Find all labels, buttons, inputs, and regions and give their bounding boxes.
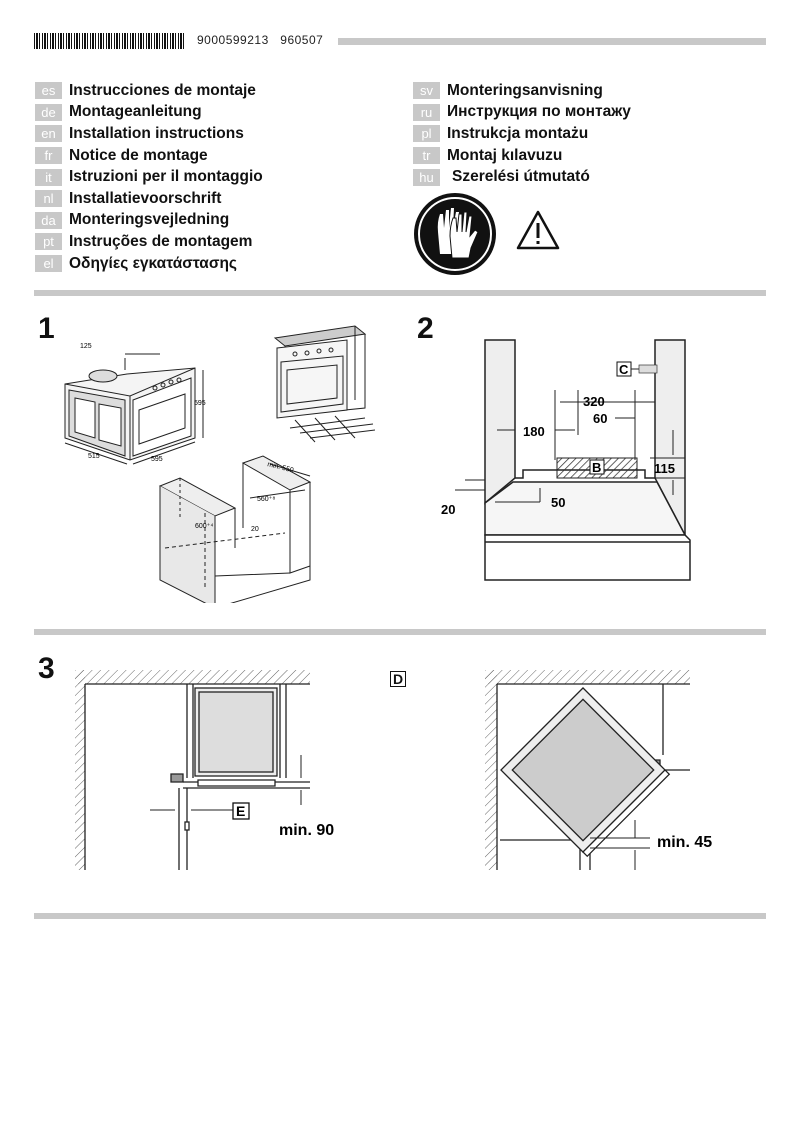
safety-icons (414, 193, 560, 275)
dim-595-width: 595 (151, 456, 163, 463)
dim-20: 20 (251, 526, 259, 533)
wall-hatched (75, 670, 310, 684)
oven-drawing (64, 353, 204, 465)
dim-320: 320 (583, 394, 605, 409)
dim-515: 515 (88, 453, 100, 460)
section-divider (34, 629, 766, 635)
label-e: E (236, 803, 245, 819)
dim-125: 125 (80, 343, 92, 350)
rating-plate (638, 364, 658, 374)
figure-1-oven-dimensions: 125 595 515 595 min. 550 560⁺⁸ 600⁺⁴ 20 (64, 325, 375, 603)
dim-600: 600⁺⁴ (195, 523, 213, 530)
wall-hatched (485, 670, 497, 870)
step-number: 2 (417, 312, 434, 345)
label-c: C (619, 362, 629, 377)
label-d: D (390, 671, 406, 687)
dim-180: 180 (523, 424, 545, 439)
gloves-icon (414, 193, 496, 275)
dim-50: 50 (551, 495, 565, 510)
document-number: 9000599213 960507 (197, 33, 324, 47)
step-number: 1 (38, 312, 55, 345)
dim-60: 60 (593, 411, 607, 426)
wall-hatched (485, 670, 690, 684)
dim-20: 20 (441, 502, 455, 517)
section-divider (34, 913, 766, 919)
section-divider (34, 290, 766, 296)
dim-min-90: min. 90 (279, 822, 334, 839)
kitchen-wall-oven-drawing (273, 325, 375, 443)
step-number: 3 (38, 652, 55, 685)
barcode (34, 33, 184, 49)
dim-595-height: 595 (194, 400, 206, 407)
figure-2-niche-cross-section: B C 320 60 180 115 20 50 (441, 339, 691, 581)
dim-115: 115 (654, 461, 675, 476)
dim-560: 560⁺⁸ (257, 496, 275, 503)
figure-3-left-plan-view: E min. 90 (75, 670, 334, 870)
header-rule (338, 38, 766, 45)
warning-icon (516, 210, 560, 250)
wall-hatched (75, 670, 85, 870)
figure-3-right-corner-plan: min. 45 (485, 670, 712, 870)
label-b: B (592, 460, 601, 475)
dim-min-45: min. 45 (657, 834, 712, 851)
cabinet-niche-drawing (158, 455, 312, 603)
